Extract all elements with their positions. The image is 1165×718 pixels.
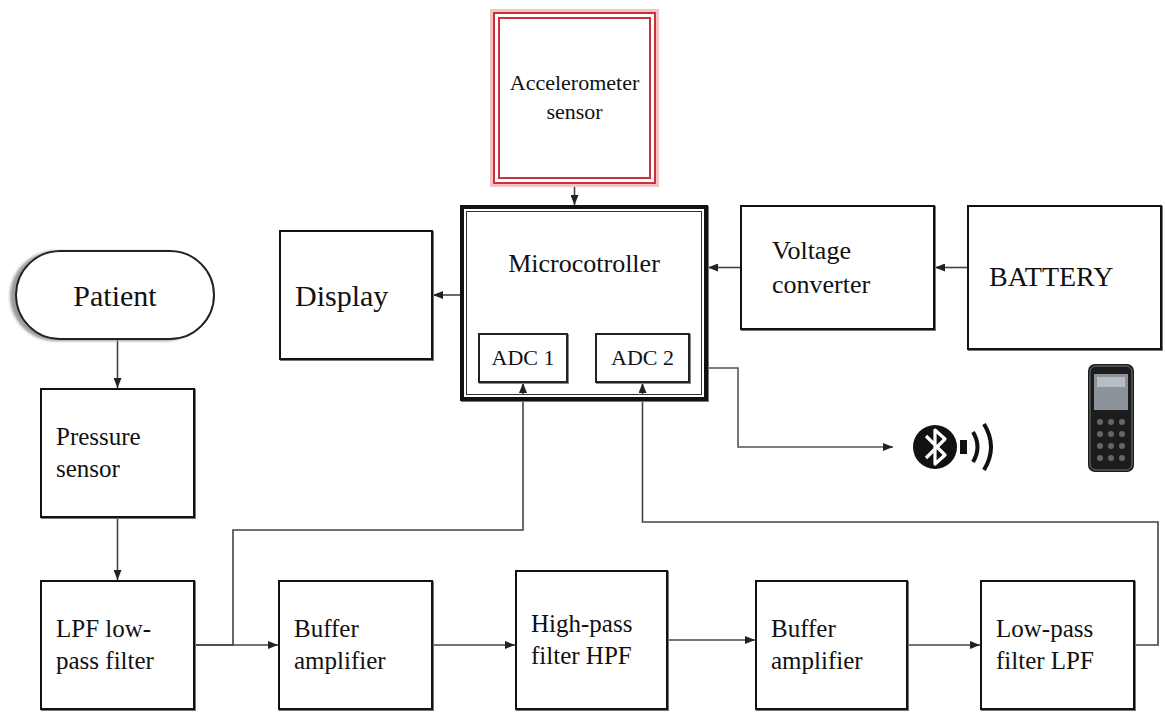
sensor-box: Accelerometer sensor — [493, 12, 656, 184]
signal-arrow — [117, 518, 119, 580]
amplifier-box: Buffer amplifier — [278, 580, 433, 710]
node-label: BATTERY — [989, 259, 1148, 295]
adc-block: ADC 2 — [595, 333, 690, 383]
sensor-box: Pressure sensor — [40, 388, 195, 518]
signal-arrow — [433, 294, 460, 296]
signal-arrow — [643, 383, 1159, 645]
node-label: LPF low-pass filter — [56, 613, 183, 678]
filter-box: Low-pass filter LPF — [980, 580, 1135, 710]
signal-arrow — [433, 644, 515, 646]
amplifier-box: Buffer amplifier — [755, 580, 908, 710]
node-label: Buffer amplifier — [294, 613, 421, 678]
battery-box: BATTERY — [967, 205, 1162, 350]
signal-arrow — [117, 340, 119, 388]
node-label: Voltage converter — [772, 234, 921, 302]
node-label: Pressure sensor — [56, 421, 183, 486]
adc-block: ADC 1 — [478, 333, 568, 383]
signal-arrow — [668, 639, 755, 641]
node-label: ADC 1 — [484, 344, 562, 373]
node-label: Accelerometer sensor — [507, 69, 642, 126]
filter-box: High-pass filter HPF — [515, 570, 668, 710]
filter-box: LPF low-pass filter — [40, 580, 195, 710]
phone-icon — [1088, 364, 1134, 472]
signal-arrow — [574, 184, 576, 205]
bluetooth-symbol — [913, 424, 991, 470]
bluetooth-wire — [708, 368, 893, 447]
patient-terminal: Patient — [15, 250, 215, 340]
display-box: Display — [279, 230, 433, 360]
node-label: ADC 2 — [601, 344, 684, 373]
node-label: Patient — [31, 276, 199, 315]
node-label: Low-pass filter LPF — [996, 613, 1123, 678]
signal-arrow — [908, 644, 980, 646]
signal-arrow — [195, 383, 523, 645]
node-label: Display — [295, 276, 421, 315]
signal-arrow — [935, 267, 967, 269]
microcontroller-box: MicrocotrollerADC 1 ADC 2 — [460, 205, 708, 401]
node-label: Microcotroller — [474, 247, 694, 281]
signal-arrow — [708, 267, 740, 269]
node-label: High-pass filter HPF — [531, 608, 656, 673]
converter-box: Voltage converter — [740, 205, 935, 330]
node-label: Buffer amplifier — [771, 613, 896, 678]
